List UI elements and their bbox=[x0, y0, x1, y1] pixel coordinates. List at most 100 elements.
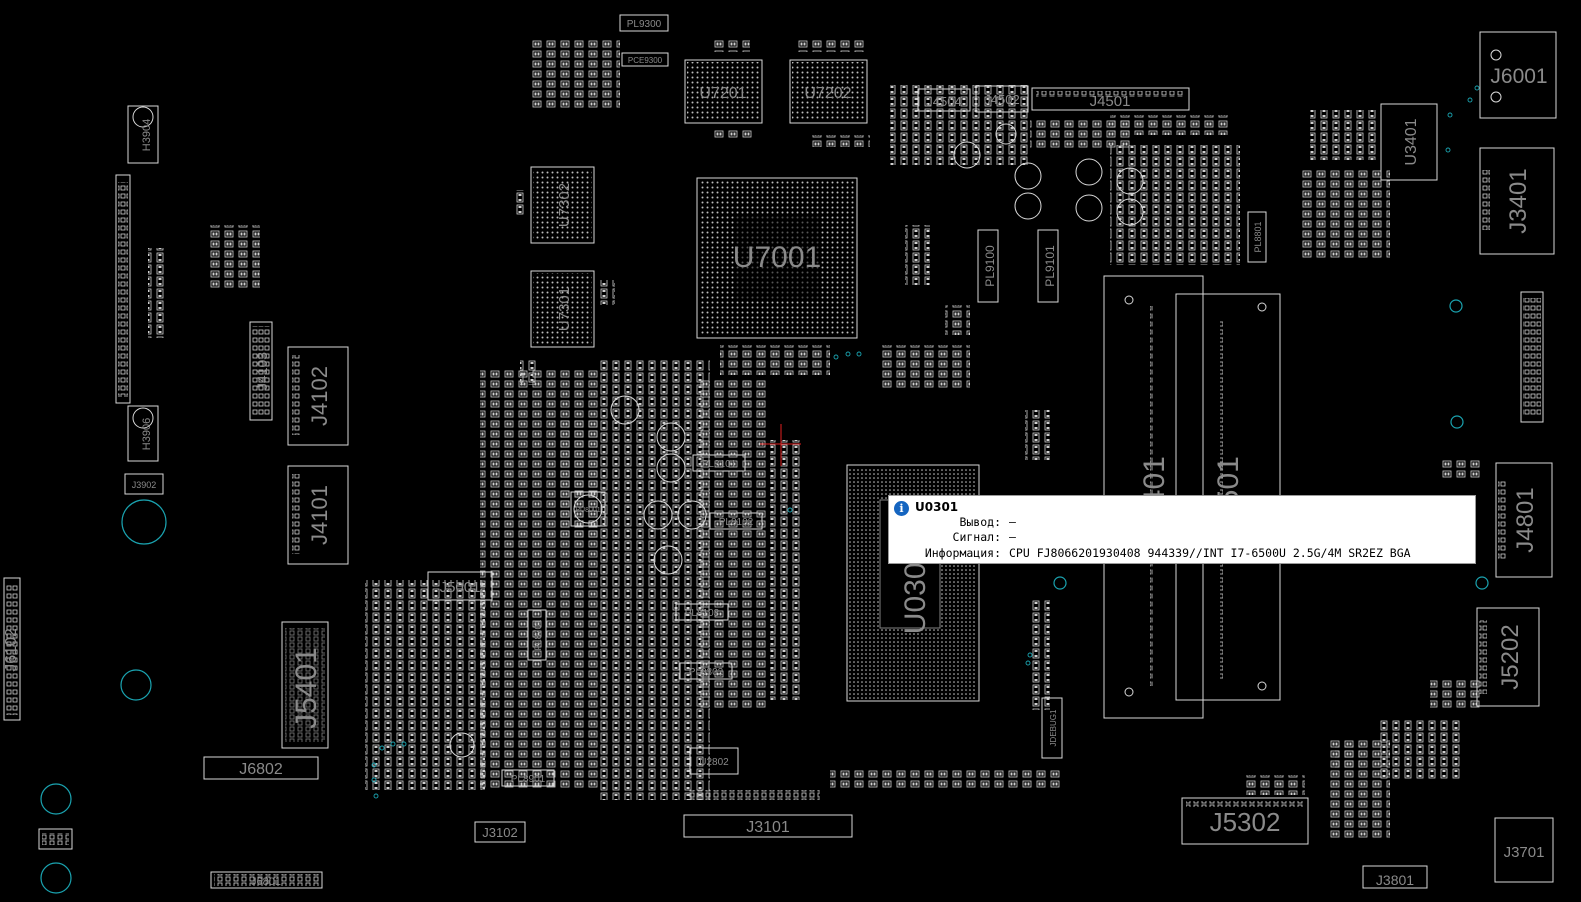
inductor-pl8103[interactable]: PL8103 bbox=[675, 603, 729, 621]
hole-h3906[interactable]: H3906 bbox=[127, 405, 159, 462]
j3902-label: J3902 bbox=[132, 480, 157, 490]
j4103-label: J4103 bbox=[254, 352, 270, 390]
j5202-label: J5202 bbox=[1497, 624, 1524, 689]
j4501-label: J4501 bbox=[1090, 93, 1131, 110]
u3401-label: U3401 bbox=[1403, 118, 1420, 165]
inductor-pu8001[interactable]: PU8001 bbox=[570, 491, 606, 527]
connector-j4101[interactable]: J4101 bbox=[287, 465, 349, 565]
chip-u7302[interactable]: U7302 bbox=[530, 166, 595, 244]
connector-left-long[interactable] bbox=[115, 174, 131, 404]
connector-j4801[interactable]: J4801 bbox=[1495, 462, 1553, 578]
mounting-holes bbox=[40, 299, 1489, 894]
connector-j6001[interactable]: J6001 bbox=[1479, 31, 1557, 119]
chip-u3401[interactable]: U3401 bbox=[1380, 103, 1438, 181]
inductor-pl9300[interactable]: PL9300 bbox=[619, 14, 669, 32]
jdebug1-label: JDEBUG1 bbox=[1049, 709, 1058, 746]
pl8102-label: PL8102 bbox=[719, 517, 754, 528]
inductor-pl8102[interactable]: PL8102 bbox=[709, 512, 763, 530]
j6102-label: J6102 bbox=[3, 628, 20, 672]
info-icon: i bbox=[894, 501, 909, 516]
connector-j3902[interactable]: J3902 bbox=[124, 473, 164, 495]
connector-j4103[interactable]: J4103 bbox=[249, 321, 273, 421]
power-caps bbox=[449, 123, 1144, 758]
tooltip-key: Информация: bbox=[924, 546, 1001, 560]
inductor-pl8101[interactable]: PL8101 bbox=[692, 454, 746, 472]
u7201-label: U7201 bbox=[699, 85, 746, 102]
connector-j6802[interactable]: J6802 bbox=[203, 756, 319, 780]
j3102-label: J3102 bbox=[482, 825, 517, 840]
chip-u7202[interactable]: U7202 bbox=[789, 59, 868, 124]
connector-j5401[interactable]: J5401 bbox=[281, 621, 329, 749]
inductor-pl8302[interactable]: PL8302 bbox=[679, 662, 733, 680]
j3701-label: J3701 bbox=[1504, 844, 1545, 861]
component-info-tooltip: i U0301 Вывод: — Сигнал: — Информация: CPU … bbox=[888, 495, 1476, 564]
connector-right-narrow[interactable] bbox=[1520, 291, 1544, 423]
j4502-label: J4502 bbox=[984, 92, 1019, 107]
pl8103-label: PL8103 bbox=[685, 608, 720, 619]
connector-j4502[interactable]: J4502 bbox=[975, 85, 1029, 113]
pl8302-label: PL8302 bbox=[689, 667, 724, 678]
connector-j3102[interactable]: J3102 bbox=[474, 821, 526, 843]
u7001-label: U7001 bbox=[733, 241, 821, 274]
connector-j4501[interactable]: J4501 bbox=[1031, 87, 1190, 111]
tooltip-key: Сигнал: bbox=[952, 530, 1001, 544]
connector-j3401[interactable]: J3401 bbox=[1479, 147, 1555, 255]
chip-u7301[interactable]: U7301 bbox=[530, 270, 595, 348]
connector-j5302[interactable]: J5302 bbox=[1181, 797, 1309, 845]
j6801-label: J6801 bbox=[251, 876, 281, 888]
vias bbox=[371, 85, 1480, 799]
tooltip-value: CPU FJ8066201930408 944339//INT I7-6500U… bbox=[1009, 546, 1411, 560]
connector-j3101[interactable]: J3101 bbox=[683, 790, 853, 838]
pl8701-label: PL8701 bbox=[533, 619, 543, 650]
tooltip-row-pin: Вывод: — bbox=[889, 515, 1016, 530]
tooltip-title: U0301 bbox=[915, 500, 959, 514]
connector-j4504[interactable]: J4504 bbox=[917, 88, 971, 112]
connector-j5202[interactable]: J5202 bbox=[1476, 607, 1540, 707]
tooltip-value: — bbox=[1009, 530, 1016, 544]
j3401-label: J3401 bbox=[1505, 168, 1532, 233]
j4801-label: J4801 bbox=[1512, 487, 1539, 552]
inductor-pl8701[interactable]: PL8701 bbox=[527, 609, 547, 661]
h3904-label: H3904 bbox=[141, 119, 153, 151]
u7302-label: U7302 bbox=[556, 183, 573, 227]
connector-j5001[interactable]: J5001 bbox=[427, 571, 493, 601]
j5302-label: J5302 bbox=[1210, 807, 1281, 837]
hole-h3904[interactable]: H3904 bbox=[127, 105, 159, 164]
inductor-pl9100[interactable]: PL9100 bbox=[977, 229, 999, 303]
cursor-marker bbox=[760, 424, 801, 466]
passive-clusters bbox=[148, 40, 1480, 840]
connector-j6801[interactable]: J6801 bbox=[210, 871, 323, 889]
u7301-label: U7301 bbox=[556, 287, 573, 331]
u7202-label: U7202 bbox=[804, 85, 851, 102]
h3906-label: H3906 bbox=[141, 418, 153, 450]
pl9100-label: PL9100 bbox=[983, 245, 997, 287]
tooltip-value: — bbox=[1009, 515, 1016, 529]
pl8901-label: PL8901 bbox=[511, 774, 546, 785]
inductor-pl8901[interactable]: PL8901 bbox=[501, 769, 555, 787]
j6001-label: J6001 bbox=[1490, 65, 1547, 88]
connector-j3701[interactable]: J3701 bbox=[1494, 817, 1554, 883]
pl8801-label: PL8801 bbox=[1253, 221, 1263, 252]
inductor-pl8801[interactable]: PL8801 bbox=[1247, 211, 1267, 263]
chip-u2802[interactable]: U2802 bbox=[689, 747, 739, 775]
chip-u7201[interactable]: U7201 bbox=[684, 59, 763, 124]
connector-j6102[interactable]: J6102 bbox=[3, 577, 21, 721]
pl8101-label: PL8101 bbox=[702, 459, 737, 470]
pce9300-label: PCE9300 bbox=[628, 56, 663, 65]
j5001-label: J5001 bbox=[440, 579, 481, 596]
tooltip-key: Вывод: bbox=[959, 515, 1001, 529]
capacitor-pce9300[interactable]: PCE9300 bbox=[621, 52, 669, 67]
connector-j3801[interactable]: J3801 bbox=[1362, 865, 1428, 889]
j4102-label: J4102 bbox=[307, 366, 332, 426]
tooltip-row-info: Информация: CPU FJ8066201930408 944339//I… bbox=[889, 546, 1411, 561]
j5401-label: J5401 bbox=[290, 647, 323, 729]
inductor-pl9101[interactable]: PL9101 bbox=[1037, 229, 1059, 303]
j3101-label: J3101 bbox=[746, 819, 790, 836]
connector-j6801-small[interactable] bbox=[38, 828, 73, 850]
connector-jdebug1[interactable]: JDEBUG1 bbox=[1041, 697, 1063, 759]
j4101-label: J4101 bbox=[307, 485, 332, 545]
connector-j4102[interactable]: J4102 bbox=[287, 346, 349, 446]
chip-u7001[interactable]: U7001 bbox=[696, 177, 858, 339]
pl9101-label: PL9101 bbox=[1043, 245, 1057, 287]
